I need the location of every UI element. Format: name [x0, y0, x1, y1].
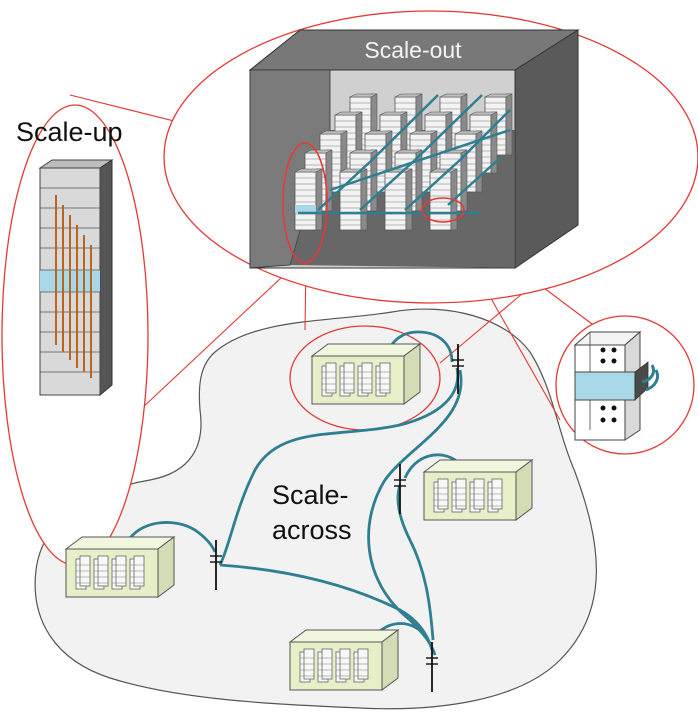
- scale-across-region: [34, 308, 597, 710]
- datacenter-bottom: [289, 629, 399, 691]
- switch-detail: [573, 330, 660, 441]
- datacenter-left: [65, 536, 175, 598]
- rack-highlight-ellipse: [282, 142, 328, 264]
- scale-up-label: Scale-up: [16, 117, 123, 147]
- scale-out-label: Scale-out: [364, 37, 462, 63]
- scale-across-label-line2: across: [272, 515, 352, 545]
- datacenter-top: [311, 343, 421, 405]
- scale-across-label: Scale- across: [272, 478, 352, 548]
- scale-out-hall: [248, 29, 580, 269]
- switch-highlight-ellipse: [421, 197, 465, 223]
- scale-across-label-line1: Scale-: [272, 480, 349, 510]
- datacenter-right: [423, 459, 533, 521]
- wan-cables: [128, 330, 463, 656]
- scale-up-rack: [38, 159, 114, 397]
